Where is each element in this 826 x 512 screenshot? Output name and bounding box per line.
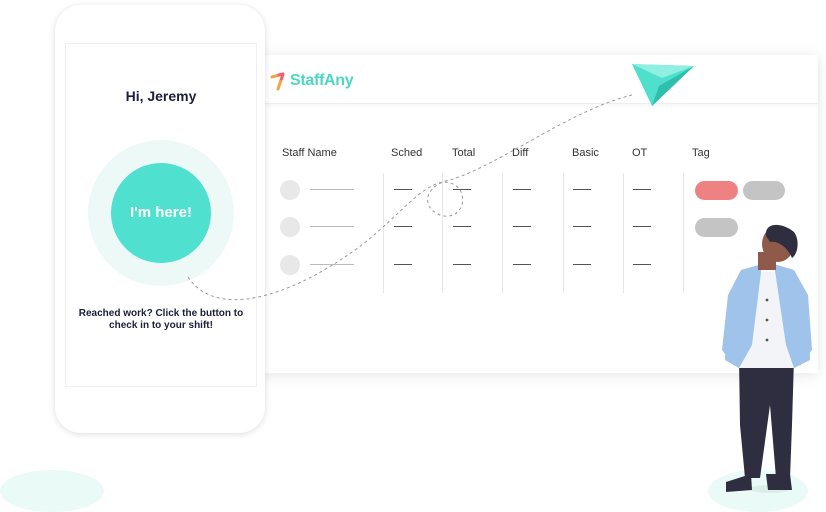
column-header-staff-name: Staff Name xyxy=(282,147,337,159)
staff-name-placeholder xyxy=(310,264,354,265)
decor-blob-left xyxy=(0,470,104,512)
person-illustration xyxy=(722,224,812,493)
basic-cell xyxy=(573,264,591,265)
total-cell xyxy=(453,189,471,190)
tag-pill-grey[interactable] xyxy=(695,218,738,237)
column-divider xyxy=(683,173,684,293)
column-header-tag: Tag xyxy=(692,147,710,159)
tag-pill-red[interactable] xyxy=(695,181,738,200)
avatar xyxy=(280,217,300,237)
brand-name: StaffAny xyxy=(290,72,354,89)
ot-cell xyxy=(633,264,651,265)
staff-name-placeholder xyxy=(310,226,354,227)
column-header-ot: OT xyxy=(632,147,648,159)
column-divider xyxy=(442,173,443,293)
total-cell xyxy=(453,226,471,227)
basic-cell xyxy=(573,226,591,227)
column-divider xyxy=(383,173,384,293)
greeting-text: Hi, Jeremy xyxy=(125,88,197,104)
total-cell xyxy=(453,264,471,265)
avatar xyxy=(280,255,300,275)
diff-cell xyxy=(513,226,531,227)
column-header-sched: Sched xyxy=(391,147,423,159)
ot-cell xyxy=(633,226,651,227)
column-divider xyxy=(502,173,503,293)
tag-pill-grey[interactable] xyxy=(743,181,785,200)
diff-cell xyxy=(513,189,531,190)
ot-cell xyxy=(633,189,651,190)
staffany-logo-icon xyxy=(270,72,285,91)
column-header-basic: Basic xyxy=(572,147,599,159)
paper-plane-icon xyxy=(632,64,694,106)
dashboard-header: StaffAny xyxy=(258,55,818,104)
checkin-hint: Reached work? Click the button to check … xyxy=(78,308,244,331)
dashboard-card: StaffAny Staff Name Sched Total Diff Bas… xyxy=(258,55,818,373)
avatar xyxy=(280,180,300,200)
checkin-ring: I'm here! xyxy=(88,140,234,286)
column-header-diff: Diff xyxy=(512,147,529,159)
phone-screen: Hi, Jeremy I'm here! Reached work? Click… xyxy=(65,43,257,387)
phone-mockup: Hi, Jeremy I'm here! Reached work? Click… xyxy=(55,5,265,433)
basic-cell xyxy=(573,189,591,190)
sched-cell xyxy=(394,264,412,265)
staff-name-placeholder xyxy=(310,189,354,190)
checkin-button[interactable]: I'm here! xyxy=(111,163,211,263)
dashed-flight-path xyxy=(187,94,633,301)
sched-cell xyxy=(394,226,412,227)
column-divider xyxy=(563,173,564,293)
sched-cell xyxy=(394,189,412,190)
diff-cell xyxy=(513,264,531,265)
column-header-total: Total xyxy=(452,147,476,159)
staffany-logo: StaffAny xyxy=(270,70,354,92)
column-divider xyxy=(623,173,624,293)
